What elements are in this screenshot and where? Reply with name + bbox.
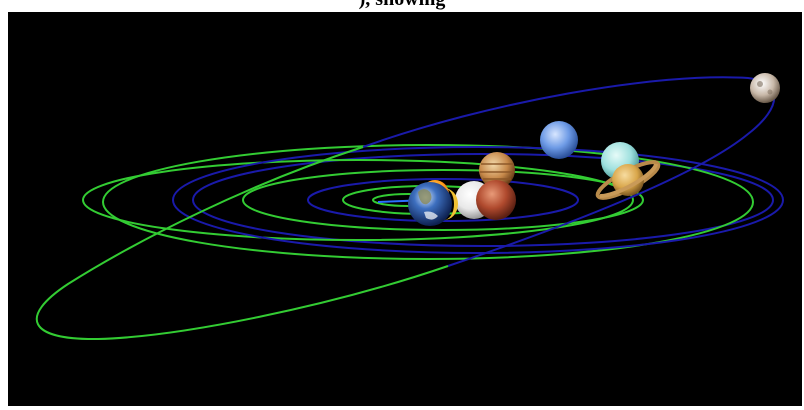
neptune (540, 121, 578, 159)
orbit-jupiter (192, 153, 774, 247)
caption-strip: ), showing (0, 0, 804, 12)
earth (408, 182, 452, 226)
solar-system-view (8, 12, 802, 406)
orbit-uranus (102, 144, 754, 260)
orbit-saturn (82, 159, 634, 241)
bottom-strip (0, 406, 804, 410)
orbit-pluto-near (35, 146, 449, 341)
jupiter-bands (480, 163, 514, 180)
orbit-neptune (172, 146, 784, 254)
caption-text: ), showing (0, 0, 804, 10)
orbit-mars (242, 169, 644, 231)
moon-crescent (444, 188, 458, 220)
pluto (750, 73, 780, 103)
saturn (595, 160, 661, 200)
mars (476, 180, 516, 220)
planets (408, 73, 780, 226)
solar-system-svg (35, 73, 784, 341)
